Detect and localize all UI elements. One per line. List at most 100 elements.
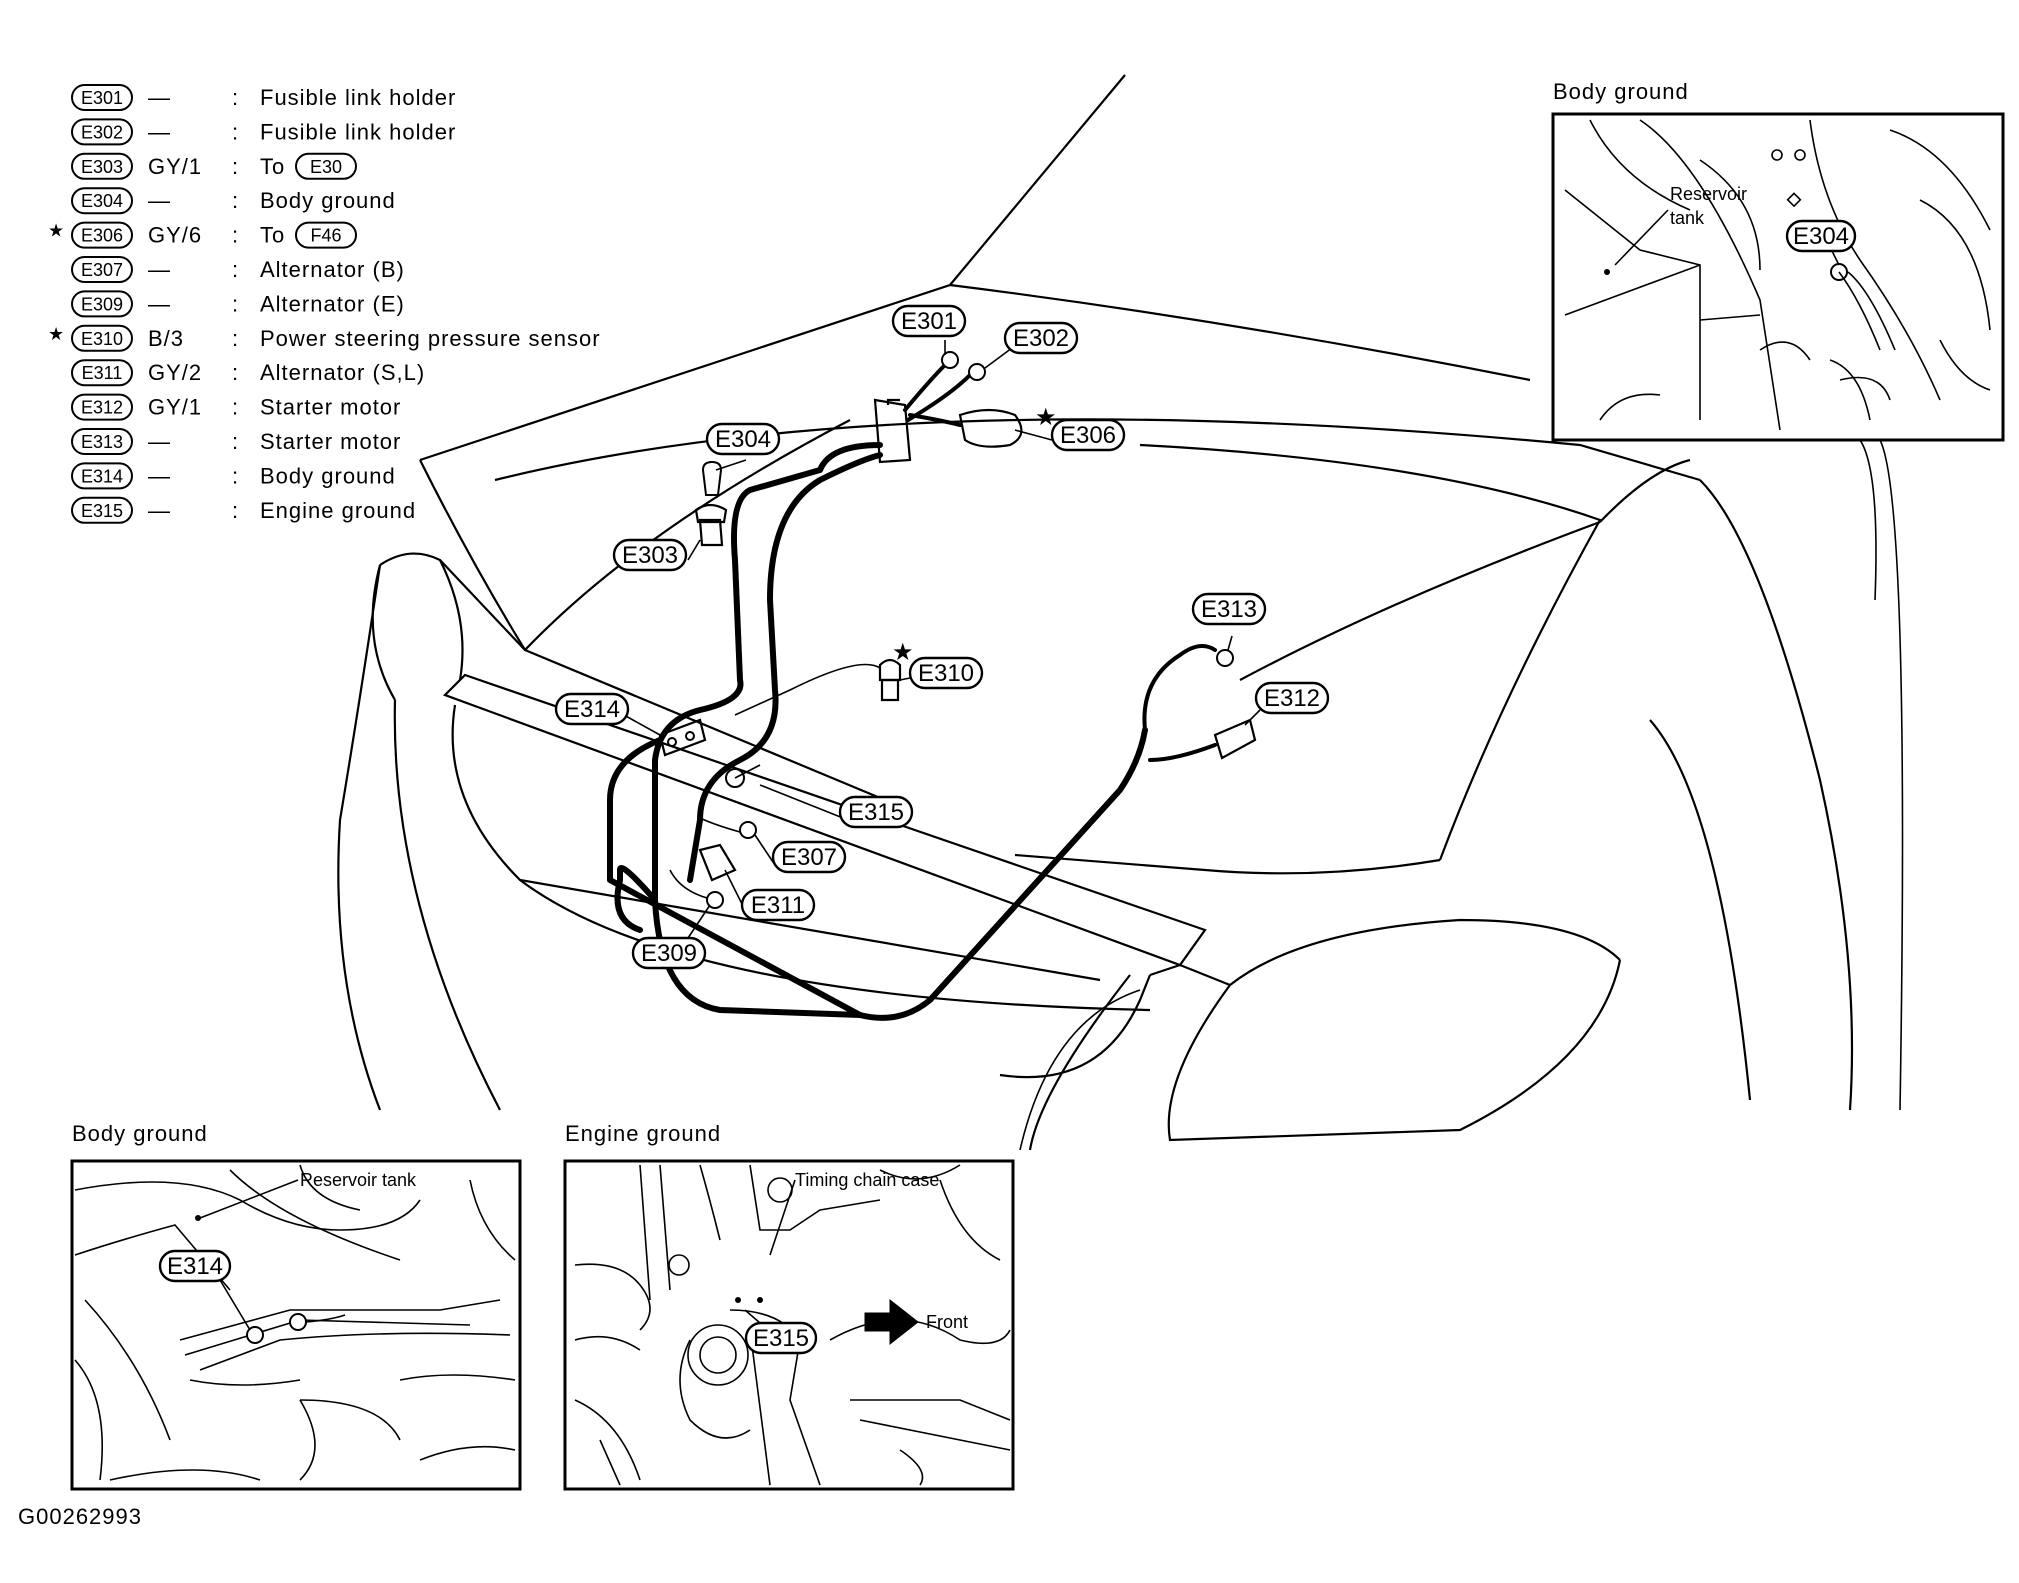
- legend-color: GY/1: [148, 154, 202, 179]
- legend-code: E306: [81, 226, 123, 246]
- legend-code: E310: [81, 329, 123, 349]
- legend-ref-pill: [295, 152, 357, 180]
- callout-pill: [908, 656, 984, 690]
- legend-sep: :: [232, 223, 239, 248]
- callout-pill: [740, 888, 816, 922]
- legend-color: —: [148, 257, 171, 282]
- callout-label: E307: [781, 844, 837, 871]
- legend-sep: :: [232, 463, 239, 488]
- legend-code: E311: [82, 363, 123, 383]
- callout-label: E306: [1060, 422, 1116, 449]
- legend-color: GY/6: [148, 223, 202, 248]
- legend-code-pill: [71, 393, 133, 421]
- callout-pill: [1003, 321, 1079, 355]
- legend-code-pill: [71, 496, 133, 524]
- legend-code-pill: [71, 256, 133, 283]
- callout-e314: E314: [554, 692, 630, 726]
- legend-code-pill: [71, 428, 133, 455]
- legend-color: —: [148, 429, 171, 454]
- legend-color: GY/1: [148, 395, 202, 420]
- legend-color: GY/2: [148, 360, 202, 385]
- legend-desc: Starter motor: [260, 429, 401, 454]
- inset-bl-reservoir: Reservoir tank: [300, 1170, 417, 1190]
- legend-desc: Body ground: [260, 463, 396, 488]
- legend-desc: Alternator (E): [260, 291, 405, 316]
- callout-pill: [1191, 592, 1267, 626]
- legend-code: E314: [81, 466, 123, 486]
- inset-top-e304: E304: [1793, 223, 1849, 250]
- callout-e306: E306: [1050, 418, 1126, 452]
- inset-bl-title: Body ground: [72, 1121, 208, 1146]
- callout-e304: E304: [705, 422, 781, 456]
- legend-row-e304: E304—:Body ground: [71, 187, 396, 215]
- callout-label: E311: [751, 892, 805, 919]
- legend-star: ★: [48, 324, 64, 344]
- legend-sep: :: [232, 498, 239, 523]
- legend-code: E303: [81, 157, 123, 177]
- legend-row-e301: E301—:Fusible link holder: [71, 84, 456, 111]
- callout-pill: [612, 538, 688, 572]
- inset-top-reservoir-1: Reservoir: [1670, 184, 1747, 204]
- legend-desc: Body ground: [260, 188, 396, 213]
- callout-pill: [891, 304, 967, 338]
- legend-star: ★: [48, 221, 64, 241]
- legend-ref-pill: [295, 221, 357, 249]
- star-e306: ★: [1035, 404, 1057, 431]
- legend-sep: :: [232, 154, 239, 179]
- legend-code: E309: [81, 294, 123, 314]
- callout-label: E309: [641, 940, 697, 967]
- callout-label: E315: [848, 799, 904, 826]
- legend-desc: To: [260, 223, 285, 248]
- legend-desc: To: [260, 154, 285, 179]
- legend-code: E302: [81, 122, 123, 142]
- legend-sep: :: [232, 360, 239, 385]
- legend-desc: Alternator (B): [260, 257, 405, 282]
- callout-pill: [554, 692, 630, 726]
- legend-code-pill: [71, 118, 133, 146]
- legend-row-e313: E313 —: Starter motor: [71, 428, 401, 455]
- inset-top-reservoir-2: tank: [1670, 208, 1705, 228]
- legend-row-e311: E311 GY/2: Alternator (S,L): [71, 359, 425, 387]
- legend-desc: Fusible link holder: [260, 85, 456, 110]
- legend-color: —: [148, 85, 171, 110]
- callout-e307: E307: [771, 840, 847, 874]
- legend-sep: :: [232, 291, 239, 316]
- legend-code: E313: [81, 432, 123, 452]
- legend-row-e309: E309—:Alternator (E): [71, 290, 405, 318]
- legend-color: —: [148, 498, 171, 523]
- legend-sep: :: [232, 429, 239, 454]
- legend-code: E301: [81, 88, 123, 108]
- star-e310: ★: [892, 639, 914, 666]
- callout-label: E304: [715, 426, 771, 453]
- callout-pill: [771, 840, 847, 874]
- legend-sep: :: [232, 395, 239, 420]
- inset-bm-e315: E315: [753, 1325, 809, 1352]
- inset-engine-ground: Engine ground Timing chain case: [563, 1121, 1015, 1491]
- legend-row-e302: E302—:Fusible link holder: [71, 118, 455, 146]
- legend-desc: Starter motor: [260, 395, 401, 420]
- legend-sep: :: [232, 188, 239, 213]
- legend-code-pill: [71, 152, 133, 180]
- legend-code-pill: [71, 221, 133, 249]
- harness: [607, 351, 1257, 1021]
- legend-row-e307: E307—:Alternator (B): [71, 256, 405, 283]
- legend-code-pill: [71, 324, 133, 352]
- callout-e303: E303: [612, 538, 688, 572]
- legend-code-pill: [71, 290, 133, 318]
- callout-label: E313: [1201, 596, 1257, 623]
- legend-code: E312: [81, 398, 123, 418]
- vehicle-outline: [337, 74, 1904, 1151]
- legend-desc: Alternator (S,L): [260, 360, 425, 385]
- legend-ref: E30: [310, 157, 342, 177]
- legend-code-pill: [71, 359, 133, 387]
- legend-row-e312: E312 GY/1: Starter motor: [71, 393, 401, 421]
- callout-pill: [1254, 681, 1330, 715]
- callout-pill: [838, 795, 914, 829]
- legend-color: —: [148, 188, 171, 213]
- callout-label: E310: [918, 660, 974, 687]
